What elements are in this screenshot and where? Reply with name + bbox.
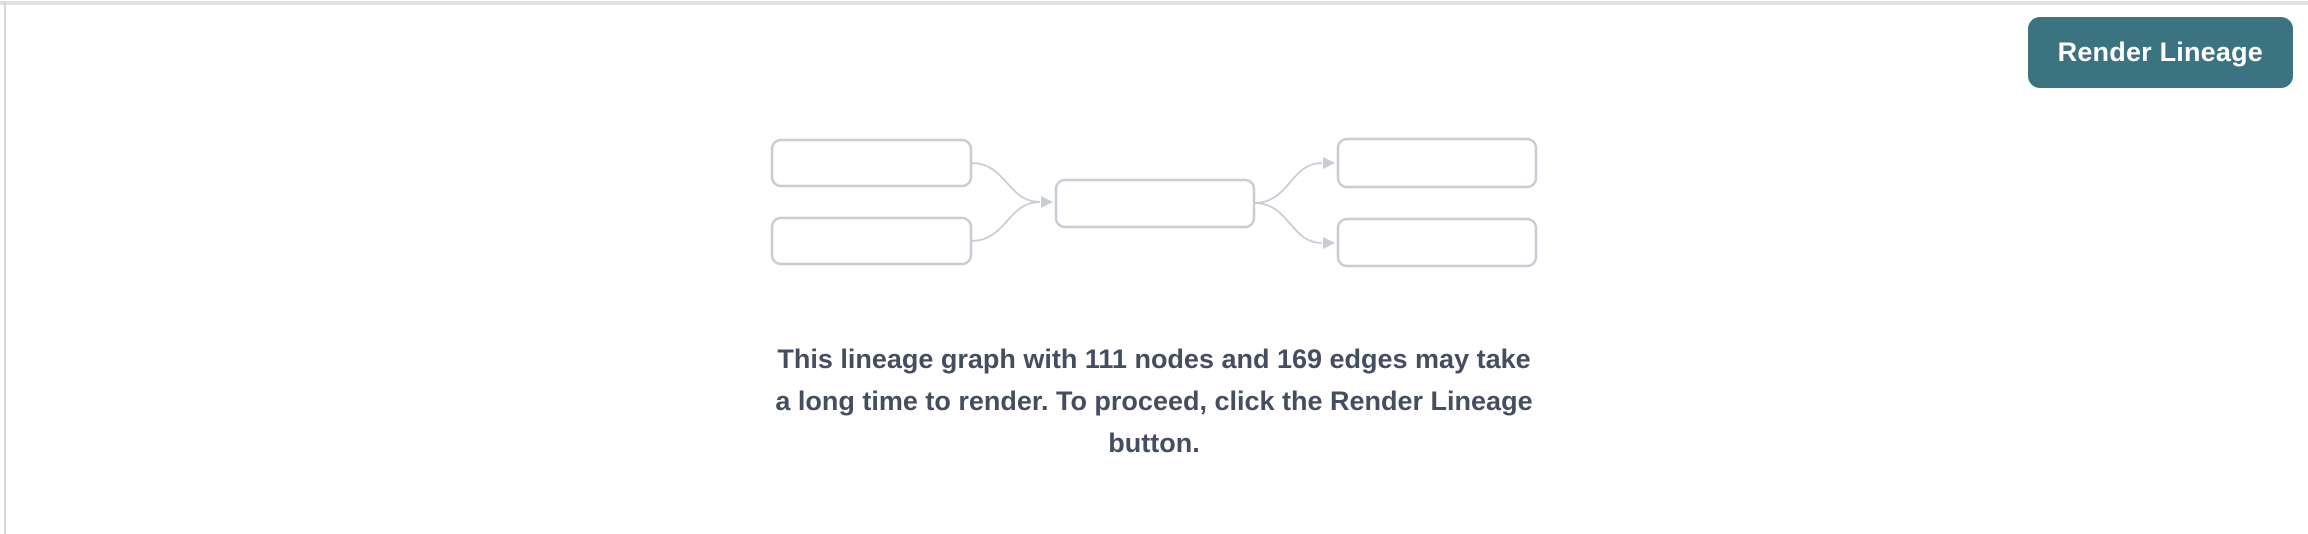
arrowhead-icon [1323, 237, 1335, 249]
arrowhead-icon [1323, 157, 1335, 169]
panel-left-divider [4, 1, 6, 534]
placeholder-edge [1253, 162, 1323, 204]
placeholder-edge [970, 162, 1041, 203]
placeholder-node [1054, 178, 1256, 229]
lineage-placeholder-graphic [770, 137, 1538, 268]
arrowhead-icon [1041, 196, 1053, 208]
placeholder-node [1336, 217, 1538, 268]
lineage-warning-message: This lineage graph with 111 nodes and 16… [775, 344, 1533, 458]
lineage-empty-state: This lineage graph with 111 nodes and 16… [764, 134, 1544, 464]
placeholder-edge [970, 201, 1041, 242]
placeholder-node [770, 138, 973, 188]
placeholder-node [1336, 137, 1538, 189]
placeholder-node [770, 216, 973, 266]
panel-top-border [0, 1, 2308, 5]
render-lineage-button[interactable]: Render Lineage [2027, 17, 2293, 88]
placeholder-edge [1253, 202, 1323, 244]
